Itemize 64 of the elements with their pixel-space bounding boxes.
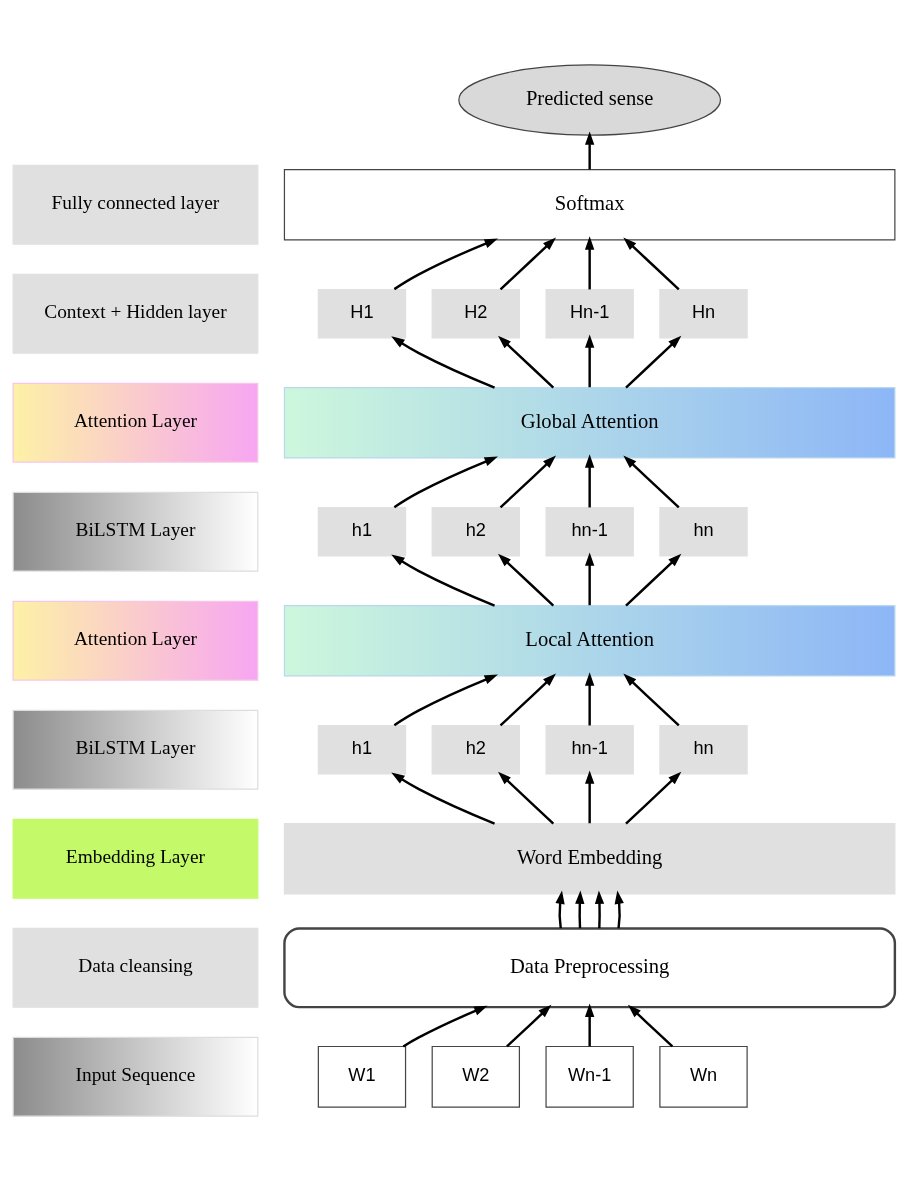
- node-box: W1: [317, 1045, 407, 1108]
- arrow: [499, 673, 556, 726]
- node-box: Embedding Layer: [12, 818, 259, 899]
- arrow: [393, 456, 498, 508]
- node-box: Hn: [659, 288, 748, 339]
- node-box: Data cleansing: [12, 927, 259, 1008]
- node-box: BiLSTM Layer: [12, 491, 259, 572]
- node-box: BiLSTM Layer: [12, 709, 259, 790]
- node-box: Word Embedding: [283, 822, 896, 894]
- arrow: [585, 551, 595, 605]
- arrow: [627, 1004, 674, 1047]
- node-box: hn-1: [545, 506, 634, 557]
- node-box: Local Attention: [283, 604, 896, 676]
- arrow: [575, 890, 585, 928]
- node-box: Global Attention: [283, 386, 896, 458]
- arrow: [402, 1005, 488, 1047]
- arrow: [497, 771, 555, 824]
- arrow: [585, 1003, 595, 1046]
- node-box: Context + Hidden layer: [12, 273, 259, 354]
- arrow: [585, 769, 595, 823]
- node-box: H1: [317, 288, 407, 339]
- node-box: W2: [431, 1045, 520, 1108]
- node-box: Fully connected layer: [12, 164, 259, 245]
- arrow: [585, 671, 595, 725]
- arrow: [499, 454, 556, 508]
- node-box: Softmax: [283, 168, 896, 240]
- node-box: h1: [317, 506, 407, 557]
- arrow: [585, 333, 595, 387]
- node-box: Attention Layer: [12, 600, 259, 681]
- node-box: Hn-1: [545, 288, 634, 339]
- node-box: Data Preprocessing: [283, 926, 897, 1008]
- arrow: [623, 236, 680, 290]
- node-box: h1: [317, 724, 407, 775]
- arrow: [497, 553, 555, 606]
- arrow: [393, 238, 498, 290]
- node-box: h2: [431, 506, 520, 557]
- node-box: Wn: [659, 1045, 748, 1108]
- arrow: [393, 674, 498, 726]
- arrow: [623, 454, 680, 508]
- node-ellipse: Predicted sense: [458, 63, 722, 136]
- node-box: hn: [659, 506, 748, 557]
- arrow: [391, 553, 495, 607]
- node-box: hn: [659, 724, 748, 775]
- node-box: Input Sequence: [12, 1036, 259, 1117]
- node-box: hn-1: [545, 724, 634, 775]
- node-box: Wn-1: [545, 1045, 634, 1108]
- arrow: [625, 771, 682, 824]
- arrow: [614, 890, 624, 928]
- arrow: [499, 236, 556, 290]
- arrow: [585, 130, 595, 169]
- arrow: [623, 673, 680, 726]
- arrow: [585, 453, 595, 507]
- arrow: [585, 235, 595, 289]
- arrow: [497, 335, 555, 388]
- node-box: h2: [431, 724, 520, 775]
- node-box: H2: [431, 288, 520, 339]
- arrow: [506, 1004, 552, 1047]
- arrow: [625, 335, 682, 388]
- arrow: [625, 553, 682, 606]
- arrow: [594, 890, 605, 928]
- arrow: [555, 890, 565, 928]
- arrow: [391, 771, 495, 825]
- node-box: Attention Layer: [12, 382, 259, 463]
- arrow: [391, 335, 495, 389]
